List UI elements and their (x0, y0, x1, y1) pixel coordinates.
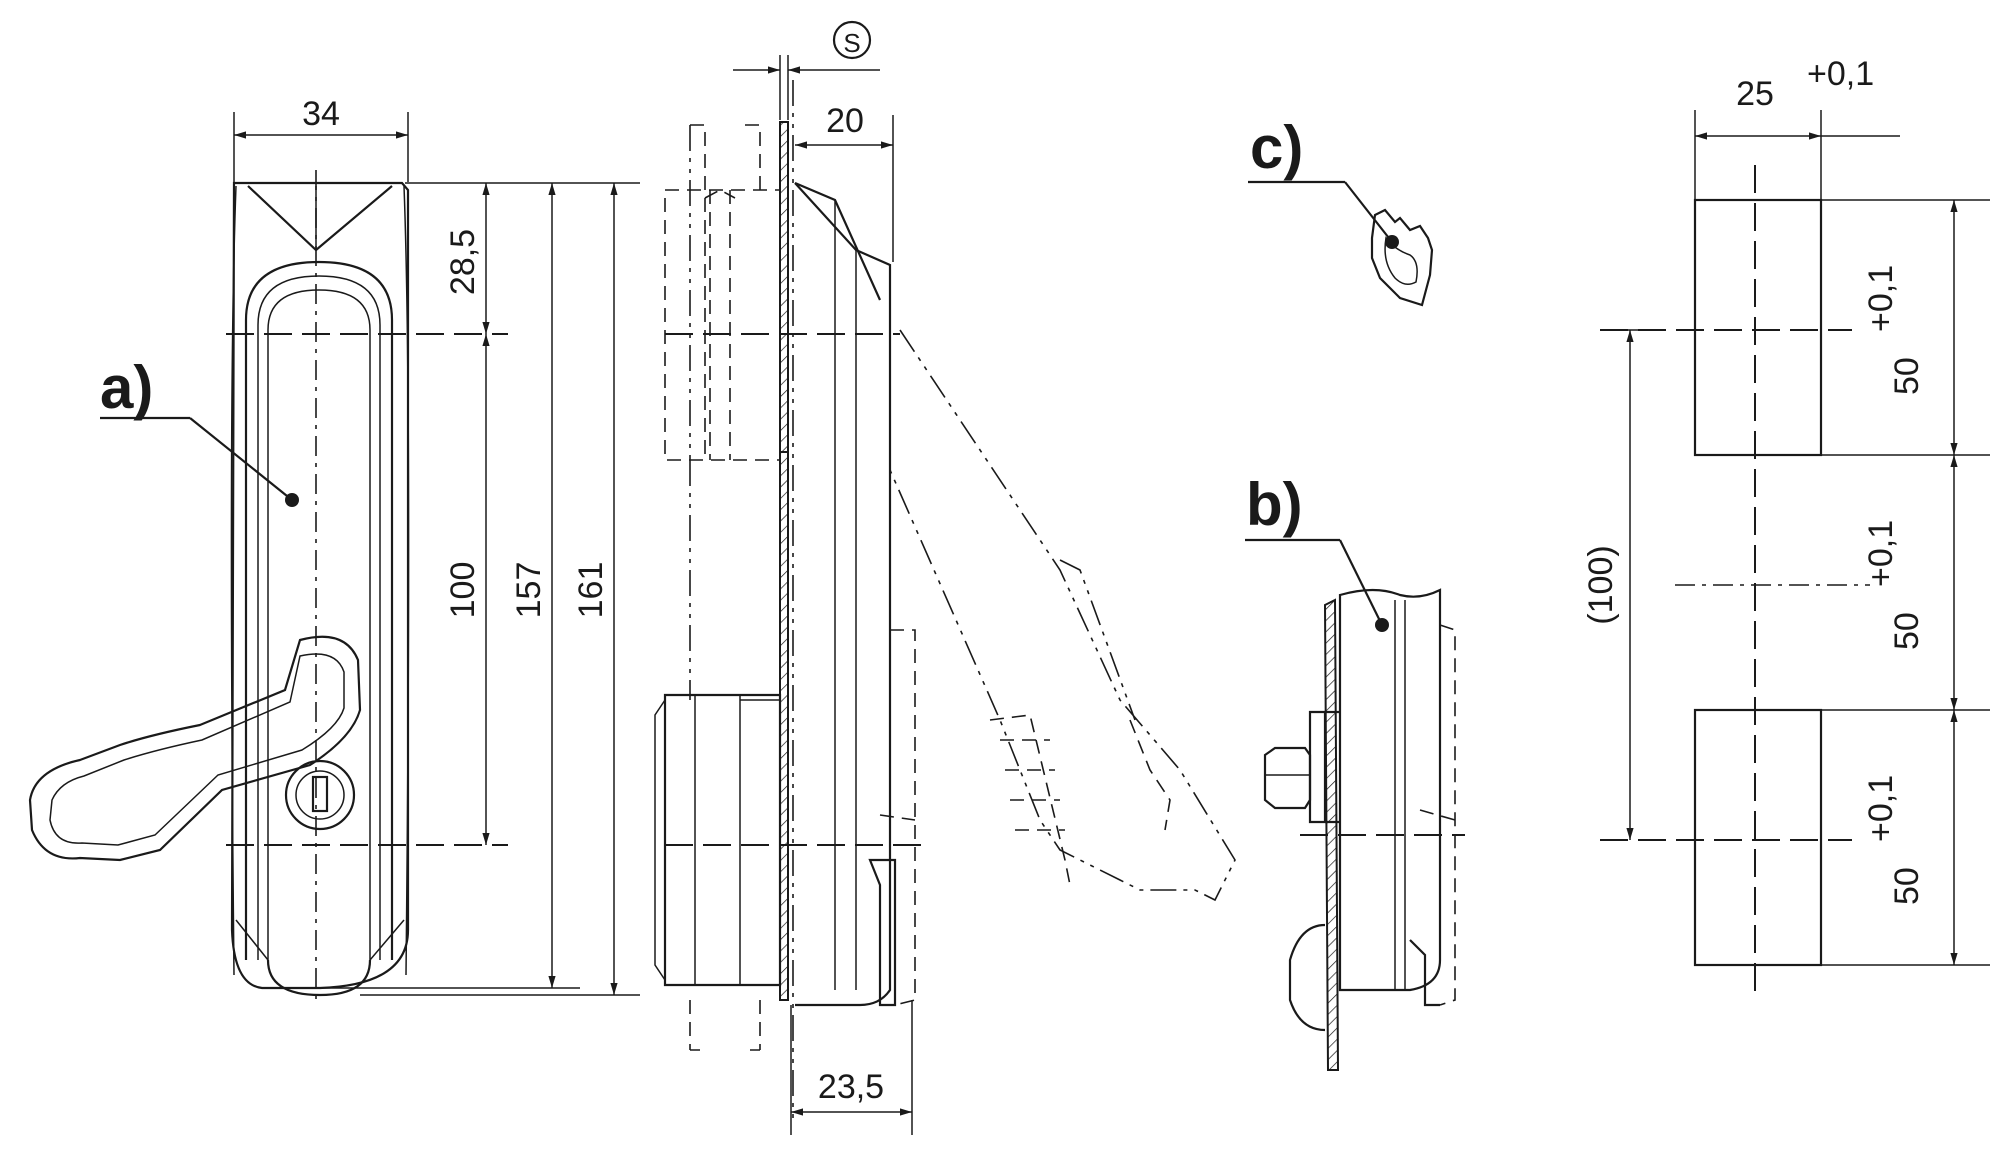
front-key-slot (311, 775, 329, 813)
label-c: c) (1250, 114, 1303, 181)
s-label: S (843, 28, 860, 58)
detail-b: b) (1245, 471, 1465, 1071)
front-lock-cylinder (284, 759, 356, 831)
label-a: a) (100, 354, 153, 421)
front-top-triangle (247, 185, 393, 252)
front-inner-slot (244, 260, 394, 960)
front-view: a) 34 28,5 100 157 161 (28, 95, 640, 1000)
key-icon (1370, 208, 1434, 307)
dim-width-34: 34 (233, 95, 409, 182)
dim-50-top-tol: +0,1 (1862, 265, 1900, 332)
s-circle (832, 20, 872, 60)
side-lever-phantom (889, 329, 1236, 902)
side-panel-upper (779, 121, 789, 453)
dim-100: 100 (444, 334, 490, 845)
dim-depth-23-5: 23,5 (790, 1000, 913, 1135)
cutout-view: 25 +0,1 50 +0,1 50 +0,1 50 +0,1 (100) (1582, 55, 1990, 1000)
dim-cutout-width: 25 +0,1 (1695, 55, 1900, 140)
dim-28-5-label: 28,5 (444, 229, 482, 295)
dim-34-label: 34 (302, 95, 340, 133)
dim-50-top-label: 50 (1888, 357, 1926, 395)
dim-25-tol: +0,1 (1807, 55, 1874, 93)
dim-50-bot-label: 50 (1888, 867, 1926, 905)
dim-161-label: 161 (572, 562, 610, 619)
dim-161: 161 (572, 183, 618, 995)
cutout-rect-bottom (1693, 708, 1823, 967)
dim-s: S (733, 20, 880, 120)
label-b: b) (1246, 471, 1303, 538)
side-view: S 20 23,5 (654, 20, 1236, 1135)
detail-b-body (1338, 588, 1442, 992)
front-handle-lever (28, 635, 362, 862)
dim-157: 157 (510, 183, 556, 988)
dim-50-mid-tol: +0,1 (1862, 520, 1900, 587)
dim-100-pitch-label: (100) (1582, 545, 1620, 624)
dim-cutout-50-bot: 50 +0,1 (1862, 710, 1958, 965)
dim-20-label: 20 (826, 102, 864, 140)
dim-157-label: 157 (510, 562, 548, 619)
side-body-profile (794, 182, 892, 1007)
dim-cutout-pitch: (100) (1582, 330, 1634, 840)
dim-25-label: 25 (1736, 75, 1774, 113)
detail-b-panel (1323, 598, 1340, 1071)
cutout-rect-top (1693, 198, 1823, 457)
dim-cutout-50-mid: 50 +0,1 (1862, 455, 1958, 710)
dim-50-bot-tol: +0,1 (1862, 775, 1900, 842)
dim-depth-20: 20 (795, 102, 894, 262)
dim-100-label: 100 (444, 562, 482, 619)
side-mounting-nut (663, 693, 782, 987)
detail-c: c) (1248, 114, 1434, 307)
leader-a: a) (100, 354, 299, 507)
side-panel-lower (779, 451, 789, 1001)
front-body-outline (230, 181, 410, 990)
dim-cutout-50-top: 50 +0,1 (1862, 200, 1958, 455)
detail-b-nut (1308, 710, 1327, 824)
dim-28-5: 28,5 (444, 183, 490, 334)
dim-23-5-label: 23,5 (818, 1068, 884, 1106)
dim-50-mid-label: 50 (1888, 612, 1926, 650)
